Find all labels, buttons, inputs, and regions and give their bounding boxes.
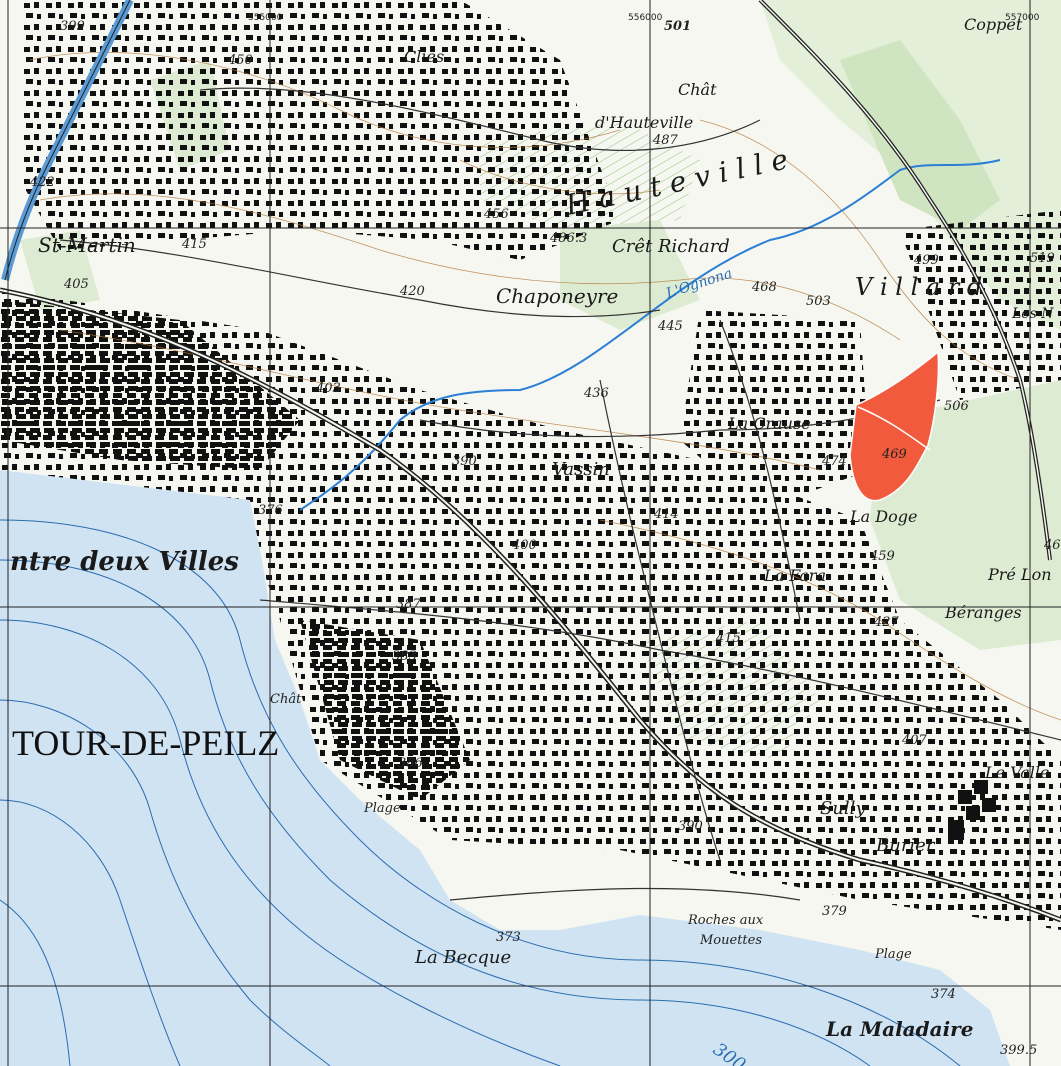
label-chaponeyre: Chaponeyre — [496, 284, 618, 308]
elev-487: 487 — [652, 133, 679, 148]
label-la-maladaire: La Maladaire — [825, 1017, 973, 1041]
elev-427: 427 — [873, 615, 900, 630]
label-roches-aux: Roches aux — [687, 913, 764, 928]
label-tour-de-peilz: TOUR-DE-PEILZ — [12, 723, 279, 763]
label-coppet: Coppet — [964, 15, 1023, 34]
label-st-martin: St-Martin — [38, 233, 136, 257]
label-d-hauteville: d'Hauteville — [595, 113, 693, 132]
grid-coord-555000: 555000 — [248, 13, 283, 23]
burier-buildings — [948, 780, 996, 840]
elev-506: 506 — [944, 399, 969, 414]
elev-390b: 390 — [678, 819, 703, 834]
built-up-areas — [0, 0, 1061, 930]
elev-399: 399 — [60, 19, 85, 34]
lake-contours — [0, 519, 961, 1066]
elev-501: 501 — [664, 19, 691, 34]
elev-503: 503 — [806, 294, 831, 309]
label-chat-hauteville: Chât — [678, 80, 717, 99]
elev-46: 46 — [1043, 538, 1061, 553]
grid-coord-557000: 557000 — [1005, 13, 1040, 23]
elev-468: 468 — [751, 280, 777, 295]
label-beranges: Béranges — [944, 603, 1022, 622]
label-les-n: Les N — [1011, 306, 1054, 322]
label-chat-lake: Chât — [270, 692, 302, 707]
elev-390a: 390 — [452, 454, 477, 469]
grid-coord-556000: 556000 — [628, 13, 663, 23]
elev-499: 499 — [913, 253, 939, 268]
elev-415a: 415 — [181, 237, 207, 252]
elev-456: 456 — [483, 207, 509, 222]
elev-459: 459 — [869, 549, 895, 564]
label-la-becque: La Becque — [414, 947, 511, 968]
spot-heights: 399 450 501 487 456 486.3 415 405 420 46… — [29, 19, 1061, 1058]
label-villard: V i l l a r d — [855, 273, 982, 301]
label-entre-deux-villes: ntre deux Villes — [10, 547, 239, 577]
elev-450: 450 — [227, 53, 253, 68]
label-vassin: Vassin — [552, 459, 610, 480]
motorway-edge — [4, 0, 131, 281]
elev-414: 414 — [653, 507, 679, 522]
elev-403: 403 — [315, 381, 341, 396]
elev-374: 374 — [931, 987, 956, 1002]
elev-474: 474 — [821, 454, 847, 469]
elev-400: 400 — [511, 538, 537, 553]
elev-373: 373 — [496, 930, 521, 945]
elev-379: 379 — [822, 904, 847, 919]
label-cret-richard: Crêt Richard — [612, 236, 730, 257]
road-network — [59, 87, 1061, 901]
label-la-doge: La Doge — [849, 507, 917, 526]
elev-436: 436 — [583, 386, 609, 401]
land-contours — [29, 51, 1061, 721]
parcel-divider — [857, 406, 931, 451]
elev-420: 420 — [399, 284, 425, 299]
label-mouettes: Mouettes — [699, 933, 762, 948]
elev-422: 422 — [29, 175, 55, 190]
label-la-crause: La Crause — [727, 414, 811, 433]
elev-486-3: 486.3 — [549, 231, 587, 246]
lake-leman — [0, 470, 1010, 1066]
elev-469: 469 — [881, 447, 907, 462]
elev-415b: 415 — [715, 631, 741, 646]
elev-519: 519 — [1030, 251, 1055, 266]
label-sully: Sully — [820, 798, 866, 819]
elev-445: 445 — [657, 319, 683, 334]
label-plage-2: Plage — [874, 947, 912, 962]
elev-399-5: 399.5 — [1000, 1043, 1037, 1058]
label-clies: Clies — [404, 47, 444, 66]
elev-407: 407 — [901, 733, 928, 748]
label-pre-lon: Pré Lon — [987, 565, 1052, 584]
label-plage-1: Plage — [363, 801, 401, 816]
railway-line — [0, 0, 1061, 923]
label-burier: Burier — [875, 835, 936, 856]
elev-386: 386 — [398, 756, 423, 771]
label-le-valle: Le Valle — [984, 763, 1050, 782]
river-ognona — [299, 159, 1001, 511]
elev-376: 376 — [258, 503, 283, 518]
elev-405: 405 — [63, 277, 89, 292]
elev-387: 387 — [396, 597, 422, 612]
label-la-fara: La Fara — [763, 566, 826, 585]
elev-383: 383 — [392, 649, 417, 664]
